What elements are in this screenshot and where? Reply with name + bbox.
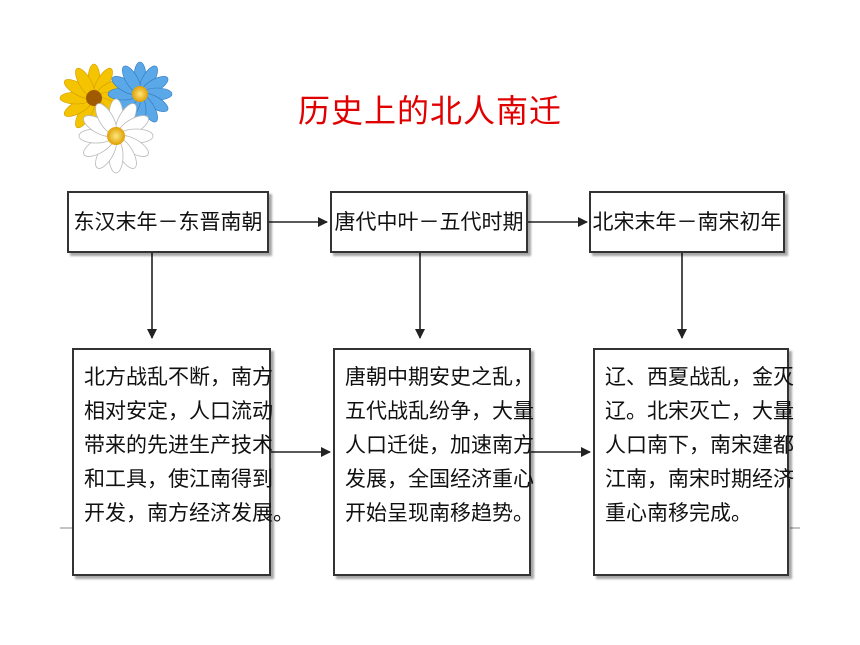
detail-box-3: 辽、西夏战乱，金灭 辽。北宋灭亡，大量 人口南下，南宋建都 江南，南宋时期经济 … — [593, 348, 794, 576]
detail-line: 带来的先进生产技术 — [84, 433, 273, 457]
detail-line: 人口南下，南宋建都 — [605, 433, 794, 457]
detail-line: 唐朝中期安史之乱， — [345, 365, 534, 389]
detail-box-1: 北方战乱不断，南方 相对安定，人口流动 带来的先进生产技术 和工具，使江南得到 … — [72, 348, 294, 576]
detail-line: 江南，南宋时期经济 — [605, 467, 794, 491]
detail-line: 人口迁徙，加速南方 — [345, 433, 534, 457]
page-title: 历史上的北人南迁 — [297, 92, 562, 130]
period-box-3: 北宋末年－南宋初年 — [589, 191, 785, 253]
period-box-2: 唐代中叶－五代时期 — [330, 191, 528, 253]
detail-line: 重心南移完成。 — [605, 501, 752, 525]
detail-line: 发展，全国经济重心 — [345, 467, 534, 491]
detail-line: 开发，南方经济发展。 — [84, 501, 294, 525]
detail-line: 和工具，使江南得到 — [84, 467, 273, 491]
detail-line: 辽。北宋灭亡，大量 — [605, 399, 794, 423]
detail-box-2: 唐朝中期安史之乱， 五代战乱纷争，大量 人口迁徙，加速南方 发展，全国经济重心 … — [333, 348, 534, 576]
detail-line: 五代战乱纷争，大量 — [345, 399, 534, 423]
period-box-1: 东汉末年－东晋南朝 — [67, 191, 269, 253]
detail-line: 相对安定，人口流动 — [84, 399, 273, 423]
detail-line: 北方战乱不断，南方 — [84, 365, 273, 389]
detail-line: 辽、西夏战乱，金灭 — [605, 365, 794, 389]
flower-bouquet-icon — [59, 61, 173, 174]
detail-line: 开始呈现南移趋势。 — [345, 501, 534, 525]
